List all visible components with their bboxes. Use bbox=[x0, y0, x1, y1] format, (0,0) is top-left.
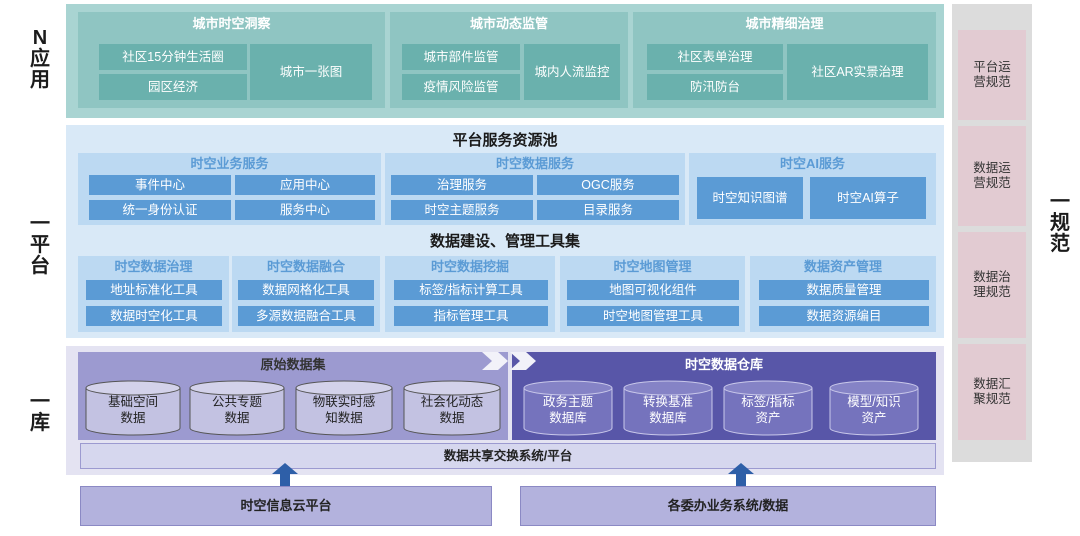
side-label-spec-char: 一 bbox=[1050, 191, 1070, 213]
service-cell: 治理服务 bbox=[391, 175, 533, 195]
tool-cell: 多源数据融合工具 bbox=[238, 306, 374, 326]
database-icon: 转换基准 数据库 bbox=[623, 380, 713, 436]
cylinder-label: 物联实时感 bbox=[313, 394, 376, 409]
cylinder-label: 模型/知识 bbox=[847, 395, 900, 409]
side-label-app-char: 用 bbox=[30, 69, 50, 91]
service-cell: 目录服务 bbox=[537, 200, 679, 220]
side-label-platform-char: 一 bbox=[30, 213, 50, 235]
service-group-title: 时空业务服务 bbox=[190, 156, 269, 172]
app-cell: 社区AR实景治理 bbox=[787, 44, 928, 100]
cylinder-label: 公共专题 bbox=[212, 394, 263, 409]
cylinder-label: 基础空间 bbox=[108, 395, 158, 409]
side-label-library: 一 库 bbox=[28, 392, 52, 434]
source-cloud-platform: 时空信息云平台 bbox=[80, 486, 492, 526]
app-cell: 城市一张图 bbox=[250, 44, 372, 100]
tool-cell: 地址标准化工具 bbox=[86, 280, 222, 300]
cylinder-label: 知数据 bbox=[325, 410, 363, 425]
app-cell: 疫情风险监管 bbox=[402, 74, 520, 100]
tool-cell: 标签/指标计算工具 bbox=[394, 280, 548, 300]
service-cell: 时空AI算子 bbox=[810, 177, 926, 219]
side-label-spec-char: 规 bbox=[1050, 212, 1070, 234]
cylinder-label: 数据 bbox=[224, 410, 249, 425]
side-label-library-char: 库 bbox=[30, 412, 50, 434]
service-cell: OGC服务 bbox=[537, 175, 679, 195]
cylinder-label: 社会化动态 bbox=[421, 394, 484, 409]
arrow-up-icon bbox=[272, 463, 298, 489]
database-icon: 社会化动态 数据 bbox=[403, 380, 501, 436]
source-business-systems: 各委办业务系统/数据 bbox=[520, 486, 936, 526]
service-cell: 应用中心 bbox=[235, 175, 375, 195]
side-label-app-char: N bbox=[32, 27, 48, 49]
side-label-library-char: 一 bbox=[30, 391, 50, 413]
toolset-title: 数据建设、管理工具集 bbox=[429, 233, 580, 250]
cylinder-label: 数据 bbox=[120, 410, 145, 425]
tool-cell: 数据资源编目 bbox=[759, 306, 929, 326]
service-cell: 服务中心 bbox=[235, 200, 375, 220]
side-label-app-char: 应 bbox=[30, 48, 50, 70]
side-label-spec-char: 范 bbox=[1050, 233, 1070, 255]
app-group-title: 城市动态监管 bbox=[469, 16, 548, 32]
service-pool-title: 平台服务资源池 bbox=[452, 132, 558, 149]
side-label-platform-char: 平 bbox=[30, 234, 50, 256]
app-cell: 防汛防台 bbox=[647, 74, 783, 100]
app-group-title: 城市时空洞察 bbox=[192, 16, 271, 32]
app-cell: 社区15分钟生活圈 bbox=[99, 44, 247, 70]
cylinder-label: 数据库 bbox=[549, 410, 587, 425]
service-cell: 时空主题服务 bbox=[391, 200, 533, 220]
tool-group-title: 时空数据治理 bbox=[114, 259, 193, 275]
spec-item: 平台运营规范 bbox=[958, 30, 1026, 120]
database-icon: 公共专题 数据 bbox=[189, 380, 285, 436]
side-label-platform: 一 平 台 bbox=[28, 214, 52, 277]
service-group-title: 时空AI服务 bbox=[779, 156, 845, 172]
database-icon: 政务主题 数据库 bbox=[523, 380, 613, 436]
app-cell: 社区表单治理 bbox=[647, 44, 783, 70]
service-group-title: 时空数据服务 bbox=[495, 156, 574, 172]
side-label-platform-char: 台 bbox=[30, 255, 50, 277]
cylinder-label: 资产 bbox=[755, 411, 780, 425]
warehouse-title: 时空数据仓库 bbox=[684, 357, 763, 373]
tool-group-title: 时空数据融合 bbox=[266, 259, 345, 275]
warehouse-cylinders: 政务主题 数据库 转换基准 数据库 标签/指标 资产 模型/知识 资产 bbox=[523, 380, 919, 436]
database-icon: 基础空间 数据 bbox=[85, 380, 181, 436]
tool-cell: 地图可视化组件 bbox=[567, 280, 739, 300]
service-cell: 时空知识图谱 bbox=[697, 177, 803, 219]
tool-cell: 数据质量管理 bbox=[759, 280, 929, 300]
tool-cell: 指标管理工具 bbox=[394, 306, 548, 326]
arrow-up-icon bbox=[728, 463, 754, 489]
app-cell: 城内人流监控 bbox=[524, 44, 620, 100]
spec-item: 数据治理规范 bbox=[958, 232, 1026, 338]
cylinder-label: 政务主题 bbox=[543, 394, 594, 409]
chevron-right-icon bbox=[482, 352, 536, 370]
cylinder-label: 资产 bbox=[861, 411, 886, 425]
cylinder-label: 标签/指标 bbox=[741, 394, 794, 409]
app-cell: 城市部件监管 bbox=[402, 44, 520, 70]
database-icon: 标签/指标 资产 bbox=[723, 380, 813, 436]
cylinder-label: 转换基准 bbox=[643, 394, 693, 409]
raw-dataset-cylinders: 基础空间 数据 公共专题 数据 物联实时感 知数据 社会化动态 数据 bbox=[85, 380, 501, 436]
side-label-app: N 应 用 bbox=[28, 28, 52, 91]
service-cell: 统一身份认证 bbox=[89, 200, 231, 220]
tool-group-title: 数据资产管理 bbox=[803, 259, 882, 275]
tool-cell: 数据时空化工具 bbox=[86, 306, 222, 326]
tool-cell: 时空地图管理工具 bbox=[567, 306, 739, 326]
app-group-title: 城市精细治理 bbox=[745, 16, 824, 32]
data-exchange-bar: 数据共享交换系统/平台 bbox=[80, 443, 936, 469]
service-cell: 事件中心 bbox=[89, 175, 231, 195]
database-icon: 物联实时感 知数据 bbox=[295, 380, 393, 436]
raw-dataset-title: 原始数据集 bbox=[260, 357, 326, 373]
spec-item: 数据运营规范 bbox=[958, 126, 1026, 226]
tool-group-title: 时空地图管理 bbox=[613, 259, 692, 275]
tool-group-title: 时空数据挖掘 bbox=[430, 259, 509, 275]
side-label-spec: 一 规 范 bbox=[1048, 192, 1072, 255]
tool-cell: 数据网格化工具 bbox=[238, 280, 374, 300]
spec-item: 数据汇聚规范 bbox=[958, 344, 1026, 440]
cylinder-label: 数据库 bbox=[649, 410, 687, 425]
database-icon: 模型/知识 资产 bbox=[829, 380, 919, 436]
app-cell: 园区经济 bbox=[99, 74, 247, 100]
cylinder-label: 数据 bbox=[439, 410, 464, 425]
